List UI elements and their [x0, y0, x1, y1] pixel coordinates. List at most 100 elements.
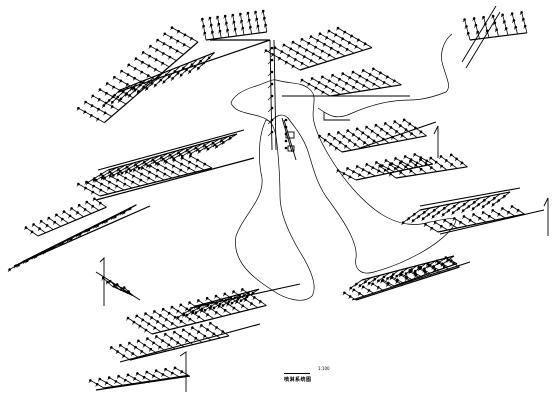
- sprinkler-head: [217, 22, 221, 26]
- sprinkler-head: [382, 81, 386, 84]
- pipe-segment: [482, 193, 501, 207]
- sprinkler-head: [188, 160, 191, 164]
- sprinkler-head: [148, 54, 151, 58]
- sprinkler-head: [409, 169, 413, 173]
- sprinkler-head: [345, 81, 348, 85]
- sprinkler-head: [104, 101, 108, 105]
- sprinkler-head: [333, 136, 336, 140]
- pipe-segment: [155, 69, 172, 86]
- sprinkler-head: [430, 166, 433, 169]
- sprinkler-head: [117, 374, 120, 378]
- sprinkler-head: [433, 208, 436, 212]
- sprinkler-head: [365, 163, 369, 166]
- sprinkler-head: [474, 23, 478, 27]
- sprinkler-head: [361, 69, 365, 72]
- sprinkler-head: [132, 174, 135, 178]
- sprinkler-head: [211, 30, 214, 34]
- sprinkler-head: [386, 75, 389, 79]
- sprinkler-head: [471, 207, 475, 210]
- sprinkler-head: [440, 164, 443, 168]
- sprinkler-head: [215, 145, 218, 148]
- sprinkler-head: [421, 217, 425, 220]
- sprinkler-head: [147, 80, 151, 83]
- sprinkler-head: [367, 289, 371, 292]
- pipe-segment: [462, 197, 481, 211]
- pipe-segment: [265, 50, 301, 71]
- sprinkler-head: [221, 304, 225, 307]
- pipe-segment: [432, 203, 451, 217]
- sprinkler-head: [323, 138, 327, 142]
- pipe-segment: [202, 18, 207, 41]
- sprinkler-head: [384, 159, 388, 162]
- pipe-segment: [146, 72, 164, 89]
- sprinkler-head: [117, 168, 120, 171]
- sprinkler-head: [116, 178, 119, 182]
- sprinkler-head: [127, 167, 131, 171]
- sprinkler-head: [120, 211, 123, 215]
- sprinkler-head: [156, 168, 159, 172]
- sprinkler-head: [419, 265, 423, 269]
- sprinkler-head: [203, 308, 207, 312]
- sprinkler-head: [215, 326, 218, 329]
- pipe-segment: [95, 157, 255, 201]
- pipe-segment: [156, 150, 178, 164]
- pipe-segment: [94, 179, 117, 193]
- sprinkler-head: [188, 332, 191, 336]
- sprinkler-head: [153, 160, 156, 163]
- sprinkler-head: [205, 296, 209, 300]
- sprinkler-head: [162, 42, 166, 45]
- sprinkler-head: [336, 50, 340, 54]
- sprinkler-head: [367, 135, 370, 139]
- sprinkler-head: [114, 380, 118, 383]
- sprinkler-head: [370, 129, 374, 133]
- sprinkler-head: [25, 259, 29, 263]
- sprinkler-head: [144, 162, 148, 166]
- sprinkler-head: [393, 120, 397, 123]
- sprinkler-head: [43, 250, 47, 254]
- sprinkler-head: [247, 292, 250, 295]
- sprinkler-head: [126, 73, 130, 76]
- sprinkler-head: [141, 51, 145, 54]
- sprinkler-head: [414, 274, 418, 277]
- pipe-segment: [129, 342, 149, 356]
- sprinkler-head: [111, 105, 114, 108]
- sprinkler-head: [450, 259, 453, 262]
- sprinkler-head: [170, 36, 173, 39]
- sprinkler-head: [173, 315, 177, 319]
- sprinkler-head: [152, 341, 155, 345]
- sprinkler-head: [154, 83, 157, 87]
- sprinkler-head: [197, 315, 201, 319]
- pipe-segment: [292, 41, 328, 62]
- sprinkler-head: [522, 17, 525, 21]
- pipe-segment: [419, 191, 511, 211]
- pipe-segment: [452, 199, 471, 213]
- pipe-segment: [502, 14, 509, 36]
- sprinkler-head: [309, 59, 313, 62]
- sprinkler-head: [483, 198, 486, 202]
- sprinkler-head: [211, 300, 215, 304]
- sprinkler-head: [444, 256, 448, 259]
- sprinkler-head: [445, 159, 448, 162]
- sprinkler-head: [169, 45, 172, 49]
- sprinkler-head: [112, 174, 115, 177]
- sprinkler-head: [296, 51, 299, 54]
- sprinkler-head: [156, 76, 159, 80]
- sprinkler-head: [316, 39, 320, 42]
- sprinkler-head: [200, 307, 204, 311]
- sprinkler-head: [187, 166, 191, 170]
- sprinkler-head: [220, 298, 224, 302]
- sprinkler-head: [61, 241, 64, 245]
- sprinkler-head: [462, 215, 466, 218]
- sprinkler-head: [259, 300, 262, 303]
- sprinkler-head: [115, 184, 119, 188]
- pipe-segment: [472, 195, 491, 209]
- sprinkler-head: [451, 211, 455, 214]
- sprinkler-head: [136, 165, 139, 168]
- sprinkler-head: [367, 281, 371, 285]
- sprinkler-head: [285, 60, 288, 64]
- sprinkler-head: [162, 324, 165, 327]
- sprinkler-head: [170, 155, 174, 159]
- sprinkler-head: [255, 17, 259, 21]
- sprinkler-head: [389, 172, 392, 176]
- sprinkler-head: [512, 19, 516, 22]
